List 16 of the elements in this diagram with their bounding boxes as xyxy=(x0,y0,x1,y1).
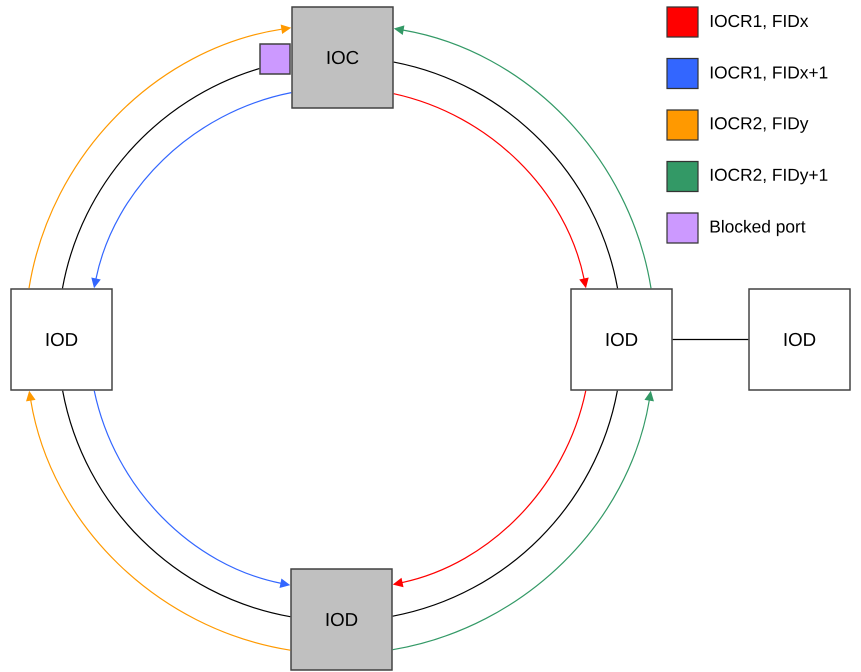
legend-label: IOCR2, FIDy+1 xyxy=(710,168,828,184)
device-box: IOD xyxy=(10,288,113,391)
legend-label: IOCR1, FIDx+1 xyxy=(710,66,828,81)
device-box: IOD xyxy=(570,288,673,391)
port-box xyxy=(259,43,291,75)
controller-box: IOD xyxy=(290,568,393,671)
link-line xyxy=(672,338,748,340)
legend-label: IOCR2, FIDy xyxy=(710,117,808,133)
link-line xyxy=(392,390,618,617)
legend-label: Blocked port xyxy=(710,220,806,236)
controller-box: IOC xyxy=(291,6,394,109)
legend-label: IOCR1, FIDx xyxy=(710,14,808,30)
link-line xyxy=(62,390,290,618)
link-line xyxy=(394,61,618,288)
device-box: IOD xyxy=(748,288,851,391)
link-line xyxy=(62,68,260,288)
